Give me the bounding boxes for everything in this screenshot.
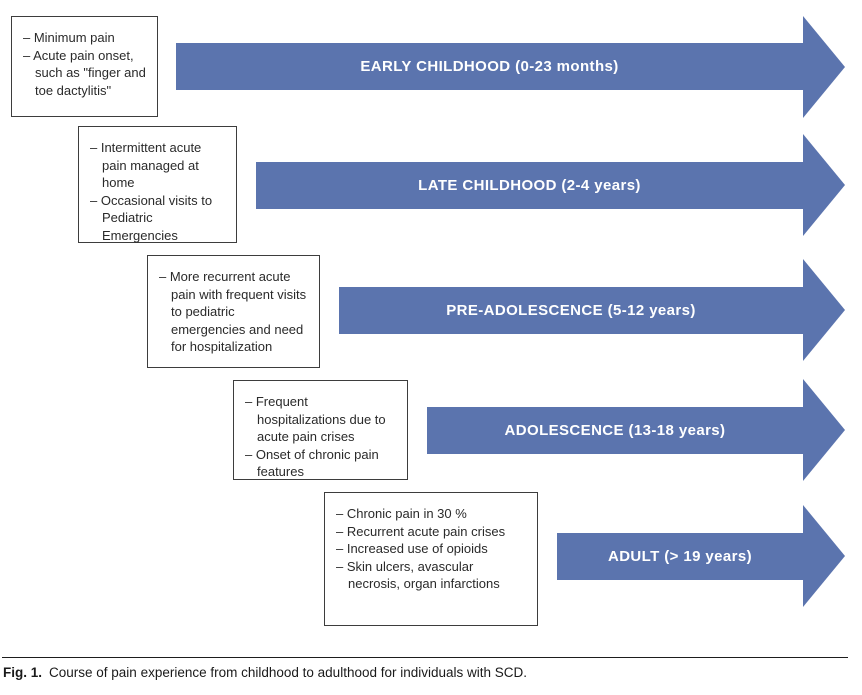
timeline-arrow-adult: ADULT (> 19 years) [557,533,803,580]
note-box-adult: – Chronic pain in 30 % – Recurrent acute… [324,492,538,626]
timeline-arrow-adolescence: ADOLESCENCE (13-18 years) [427,407,803,454]
stage-label: ADULT (> 19 years) [607,548,753,565]
timeline-arrow-pre-adolescence: PRE-ADOLESCENCE (5-12 years) [339,287,803,334]
bullet-item: – Increased use of opioids [336,541,488,556]
bullet-item: – Chronic pain in 30 % [336,506,467,521]
caption-divider [2,657,848,658]
stage-label: ADOLESCENCE (13-18 years) [504,422,726,439]
timeline-arrow-late-childhood: LATE CHILDHOOD (2-4 years) [256,162,803,209]
stage-label: LATE CHILDHOOD (2-4 years) [418,177,641,194]
bullet-item: – Occasional visits to Pediatric Emergen… [90,192,213,243]
figure-caption-label: Fig. 1. [3,665,43,680]
bullet-item: – Recurrent acute pain crises [336,523,506,539]
figure-caption-text: Course of pain experience from childhood… [49,665,528,680]
timeline-arrow-early-childhood: EARLY CHILDHOOD (0-23 months) [176,43,803,90]
bullet-item: – Skin ulcers, avascular necrosis, organ… [336,558,500,592]
bullet-item: – Frequent hospitalizations due to acute… [245,394,386,444]
arrow-head-icon [803,16,845,118]
stage-label: EARLY CHILDHOOD (0-23 months) [360,58,619,75]
bullet-item: – More recurrent acute pain with frequen… [159,269,307,354]
note-box-adolescence: – Frequent hospitalizations due to acute… [233,380,408,480]
bullet-item: – Minimum pain [23,30,115,45]
arrow-head-icon [803,134,845,236]
note-box-late-childhood: – Intermittent acute pain managed at hom… [78,126,237,243]
bullet-item: – Intermittent acute pain managed at hom… [90,140,202,190]
arrow-head-icon [803,259,845,361]
stage-label: PRE-ADOLESCENCE (5-12 years) [446,302,696,319]
arrow-head-icon [803,379,845,481]
note-box-pre-adolescence: – More recurrent acute pain with frequen… [147,255,320,368]
arrow-head-icon [803,505,845,607]
figure-caption: Fig. 1. Course of pain experience from ch… [3,663,843,682]
note-box-early-childhood: – Minimum pain – Acute pain onset, such … [11,16,158,117]
bullet-item: – Onset of chronic pain features [245,446,379,480]
bullet-item: – Acute pain onset, such as "finger and … [23,47,146,98]
